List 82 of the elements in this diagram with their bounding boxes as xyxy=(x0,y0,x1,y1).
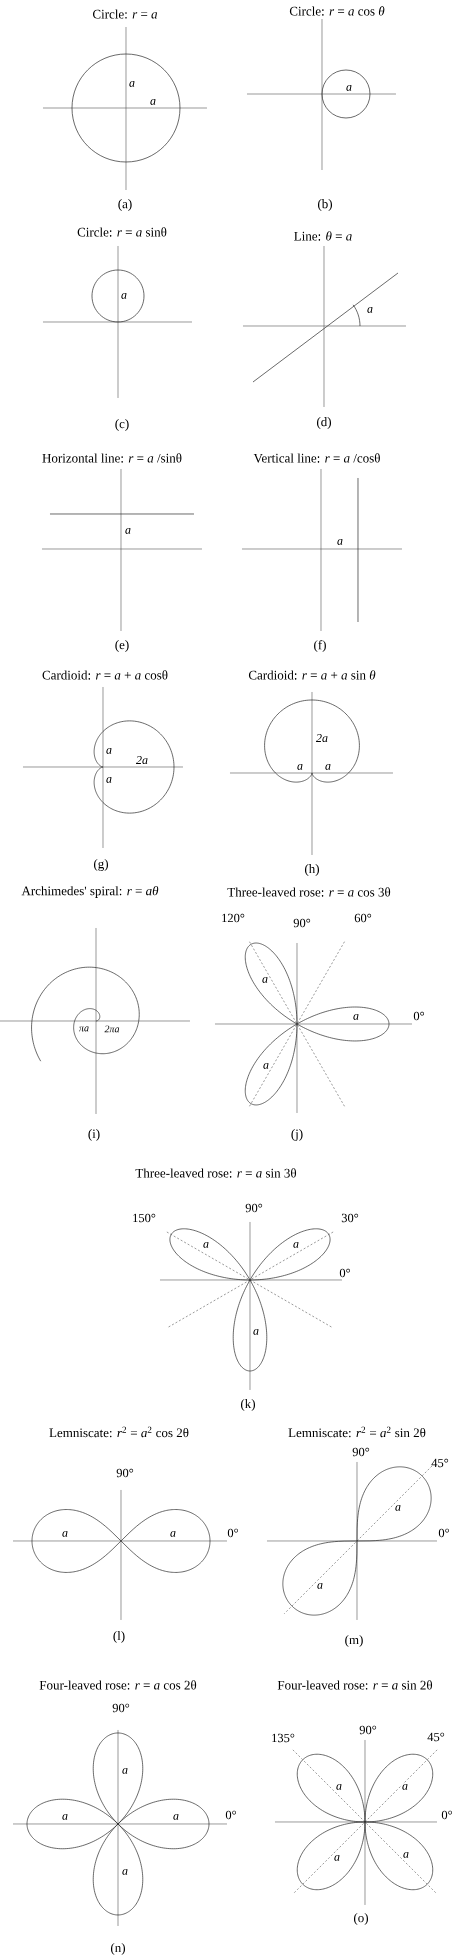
curve-title: Horizontal line: r = a /sinθ xyxy=(42,453,182,463)
length-label: a xyxy=(394,1504,402,1512)
length-label: a xyxy=(121,1767,129,1775)
angle-label: 120° xyxy=(222,913,245,923)
length-label: a xyxy=(121,1868,129,1876)
angle-label: 0° xyxy=(227,1528,238,1538)
length-label: a xyxy=(402,1851,410,1859)
length-label: a xyxy=(352,1013,360,1021)
panel-letter: (d) xyxy=(317,417,331,429)
length-label: a xyxy=(120,292,128,300)
panel-letter: (c) xyxy=(115,419,129,431)
panel-letter: (n) xyxy=(111,1943,125,1955)
length-label: a xyxy=(105,747,113,755)
angle-label: 0° xyxy=(441,1810,452,1820)
angle-label: 0° xyxy=(413,1011,424,1021)
length-label: a xyxy=(202,1241,210,1249)
length-label: a xyxy=(316,1582,324,1590)
curve-title: Four-leaved rose: r = a sin 2θ xyxy=(277,1680,433,1690)
angle-label: 150° xyxy=(133,1213,156,1223)
angle-label: 90° xyxy=(112,1703,130,1713)
length-label: a xyxy=(149,98,157,106)
angle-label: 45° xyxy=(427,1732,445,1742)
angle-label: 90° xyxy=(352,1447,370,1457)
curve-title: Circle: r = a sinθ xyxy=(77,227,167,237)
length-label: a xyxy=(336,538,344,546)
curve-title: Line: θ = a xyxy=(294,231,352,241)
panel-letter: (o) xyxy=(354,1913,368,1925)
angle-label: 60° xyxy=(354,913,372,923)
length-label: a xyxy=(296,763,304,771)
curve-title: Three-leaved rose: r = a sin 3θ xyxy=(135,1168,297,1178)
length-label: a xyxy=(105,776,113,784)
length-label: a xyxy=(124,527,132,535)
panel-letter: (i) xyxy=(88,1129,100,1141)
angle-label: 90° xyxy=(116,1468,134,1478)
curve-title: Cardioid: r = a + a sin θ xyxy=(248,670,376,680)
panel-letter: (f) xyxy=(314,640,326,652)
length-label: a xyxy=(252,1328,260,1336)
panel-letter: (m) xyxy=(345,1635,363,1647)
angle-label: 0° xyxy=(438,1528,449,1538)
length-label: a xyxy=(61,1813,69,1821)
angle-label: 135° xyxy=(272,1733,295,1743)
length-label: 2a xyxy=(315,733,329,743)
length-label: a xyxy=(366,306,374,314)
length-label: a xyxy=(292,1241,300,1249)
length-label: a xyxy=(345,84,353,92)
length-label: 2πa xyxy=(104,1025,120,1033)
length-label: a xyxy=(401,1783,409,1791)
length-label: a xyxy=(172,1813,180,1821)
length-label: πa xyxy=(79,1026,89,1032)
curve-title: Lemniscate: r$^{2}$ = a$^{2}$ sin 2θ xyxy=(288,1426,426,1438)
panel-letter: (k) xyxy=(241,1399,255,1411)
panel-letter: (e) xyxy=(115,640,129,652)
length-label: a xyxy=(61,1530,69,1538)
length-label: a xyxy=(128,80,136,88)
panel-letter: (g) xyxy=(94,859,108,871)
angle-label: 0° xyxy=(225,1810,236,1820)
angle-label: 90° xyxy=(359,1725,377,1735)
angle-label: 90° xyxy=(293,918,311,928)
curve-title: Four-leaved rose: r = a cos 2θ xyxy=(39,1680,197,1690)
panel-letter: (b) xyxy=(318,199,332,211)
angle-label: 0° xyxy=(339,1268,350,1278)
angle-label: 90° xyxy=(245,1203,263,1213)
panel-letter: (l) xyxy=(113,1631,125,1643)
length-label: a xyxy=(324,763,332,771)
curve-title: Three-leaved rose: r = a cos 3θ xyxy=(227,887,391,897)
length-label: a xyxy=(335,1783,343,1791)
angle-label: 45° xyxy=(431,1458,449,1468)
curve-title: Lemniscate: r$^{2}$ = a$^{2}$ cos 2θ xyxy=(49,1426,189,1438)
panel-letter: (j) xyxy=(291,1129,303,1141)
length-label: a xyxy=(333,1854,341,1862)
curve-title: Cardioid: r = a + a cosθ xyxy=(42,670,168,680)
panel-letter: (h) xyxy=(305,864,319,876)
length-label: a xyxy=(262,1062,270,1070)
curve-title: Vertical line: r = a /cosθ xyxy=(253,453,380,463)
angle-label: 30° xyxy=(341,1213,359,1223)
length-label: 2a xyxy=(135,755,149,765)
length-label: a xyxy=(261,976,269,984)
curve-title: Circle: r = a cos θ xyxy=(289,6,385,16)
length-label: a xyxy=(169,1530,177,1538)
curve-title: Archimedes' spiral: r = aθ xyxy=(21,886,159,898)
curve-title: Circle: r = a xyxy=(92,9,158,19)
panel-letter: (a) xyxy=(118,199,132,211)
